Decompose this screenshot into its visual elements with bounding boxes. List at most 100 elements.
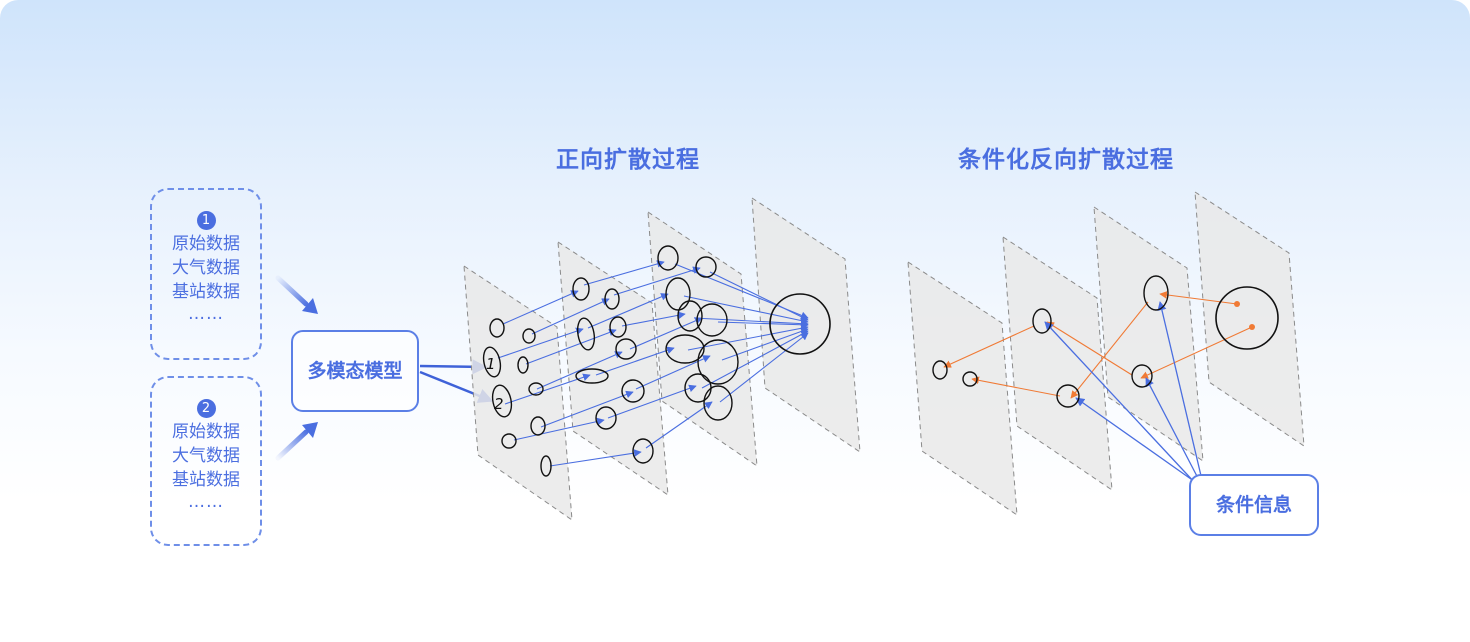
data-point — [575, 368, 609, 384]
input-group-2: 2 原始数据 大气数据 基站数据 …… — [150, 376, 262, 546]
forward-arrow — [613, 266, 701, 296]
data-point — [528, 382, 544, 396]
reverse-planes — [907, 191, 1305, 516]
forward-arrow — [717, 320, 809, 329]
data-point — [615, 338, 637, 360]
data-point — [1143, 275, 1169, 311]
forward-arrow — [621, 311, 686, 327]
data-point — [695, 256, 717, 278]
data-point — [517, 356, 529, 374]
reverse-arrows — [943, 291, 1253, 399]
reverse-points — [932, 275, 1169, 408]
data-point — [604, 288, 620, 310]
multimodal-model-box: 多模态模型 — [291, 330, 419, 412]
forward-arrow — [693, 317, 809, 328]
badge-1: 1 — [196, 211, 216, 230]
condition-arrow — [1075, 397, 1199, 485]
reverse-source-dot — [1249, 324, 1255, 330]
forward-arrow — [607, 384, 697, 419]
reverse-arrow — [1140, 326, 1253, 379]
reverse-source-circle — [1215, 286, 1279, 350]
reverse-arrow — [1159, 291, 1238, 305]
forward-plane-2-points — [572, 277, 654, 464]
forward-arrow — [531, 298, 610, 335]
forward-arrow — [504, 373, 591, 405]
forward-arrow — [595, 346, 675, 376]
forward-arrow — [709, 271, 809, 321]
input-group-1: 1 原始数据 大气数据 基站数据 …… — [150, 188, 262, 360]
forward-target-circle — [769, 293, 831, 355]
forward-arrow — [583, 260, 665, 286]
forward-planes — [463, 197, 861, 522]
reverse-plane-4 — [1194, 191, 1305, 447]
data-point — [665, 277, 691, 311]
forward-arrow — [719, 332, 809, 403]
input-2-line-raw: 原始数据 — [172, 422, 240, 442]
data-point — [482, 346, 502, 378]
data-point — [1131, 364, 1153, 388]
data-point — [632, 438, 654, 464]
data-point — [657, 245, 679, 271]
forward-arrow — [645, 401, 713, 449]
input-arrow-lower — [275, 422, 318, 461]
forward-arrow — [629, 317, 703, 350]
forward-arrow — [497, 327, 584, 359]
data-point — [962, 371, 978, 387]
data-point — [932, 360, 948, 380]
data-point — [491, 384, 513, 418]
data-point — [703, 385, 733, 421]
data-point — [489, 318, 505, 338]
data-point — [576, 317, 596, 351]
badge-2: 2 — [196, 399, 216, 418]
reverse-source-dots — [1234, 301, 1255, 330]
data-point — [621, 379, 645, 403]
plane-label-1: 1 — [486, 355, 496, 373]
forward-arrow — [687, 324, 809, 351]
forward-plane-1-points — [482, 318, 552, 477]
data-point — [522, 328, 536, 344]
condition-arrows — [1044, 301, 1203, 485]
input-1-line-raw: 原始数据 — [172, 234, 240, 254]
forward-arrow — [525, 328, 617, 365]
forward-arrow — [587, 293, 669, 329]
forward-arrow — [540, 390, 634, 428]
data-point — [572, 277, 590, 301]
forward-arrow — [701, 330, 809, 389]
reverse-arrow — [1046, 321, 1133, 376]
reverse-plane-1 — [907, 261, 1018, 516]
reverse-plane-3 — [1093, 206, 1204, 462]
forward-arrow — [549, 449, 642, 467]
reverse-diffusion-title: 条件化反向扩散过程 — [958, 147, 1174, 173]
forward-plane-3 — [647, 211, 758, 468]
data-point — [697, 339, 739, 385]
input-1-line-atmos: 大气数据 — [172, 258, 240, 278]
data-point — [540, 455, 552, 477]
condition-arrow — [1044, 321, 1197, 485]
forward-arrow — [683, 295, 809, 325]
forward-arrow — [502, 290, 579, 325]
forward-arrow — [513, 417, 605, 441]
input-2-line-station: 基站数据 — [172, 470, 240, 490]
reverse-plane-2 — [1002, 236, 1113, 491]
condition-info-box: 条件信息 — [1189, 474, 1319, 536]
input-2-ellipsis: …… — [188, 492, 224, 512]
condition-arrow — [1145, 377, 1201, 483]
reverse-source-dot — [1234, 301, 1240, 307]
data-point — [1056, 384, 1080, 408]
data-point — [1032, 308, 1052, 334]
reverse-arrow — [943, 325, 1035, 368]
input-2-line-atmos: 大气数据 — [172, 446, 240, 466]
data-point — [501, 433, 517, 449]
input-arrow-upper — [275, 275, 318, 314]
data-point — [609, 316, 627, 338]
input-1-line-station: 基站数据 — [172, 282, 240, 302]
data-point — [665, 334, 705, 364]
plane-label-2: 2 — [494, 395, 504, 413]
condition-arrow — [1157, 301, 1203, 481]
forward-plane-3-points — [657, 245, 739, 421]
forward-diffusion-title: 正向扩散过程 — [556, 147, 700, 173]
forward-plane-1 — [463, 265, 573, 522]
forward-arrow — [536, 351, 623, 390]
